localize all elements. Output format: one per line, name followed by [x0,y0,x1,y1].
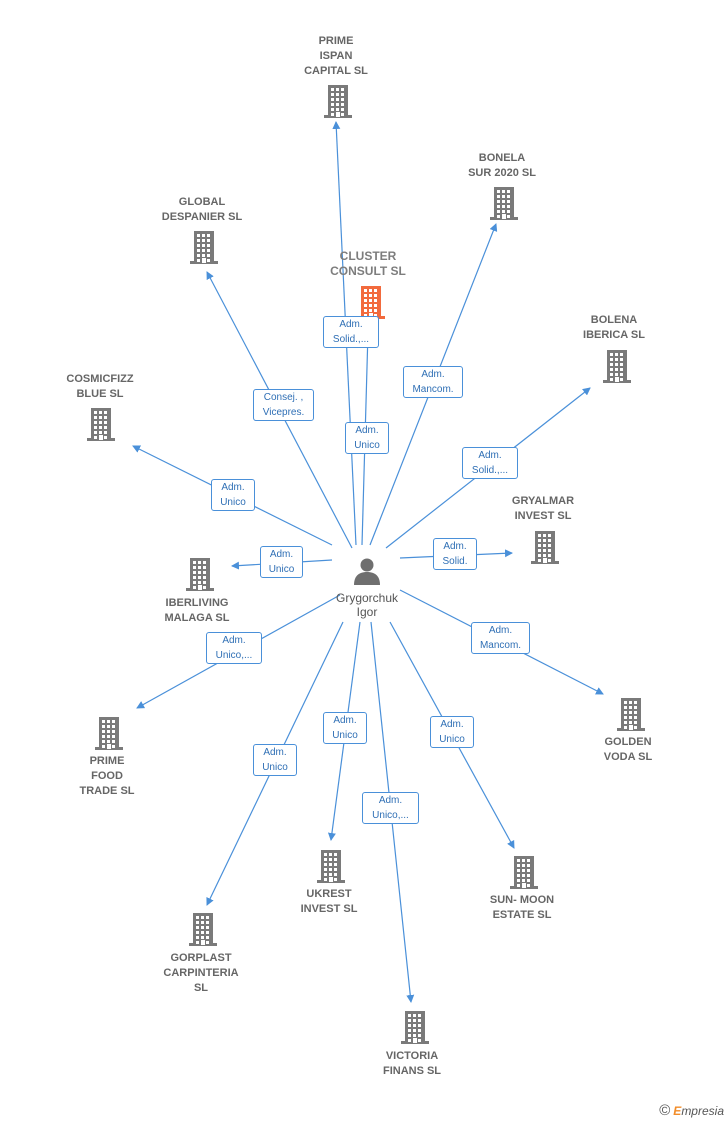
company-label-prime-food[interactable]: PRIME FOOD TRADE SL [79,755,135,797]
role-badge-iberliving: Adm. Unico [260,546,303,578]
role-badge-bonela: Adm. Mancom. [403,366,463,398]
company-label-gorplast[interactable]: GORPLAST CARPINTERIA SL [163,952,239,994]
building-icon [531,531,559,564]
building-icon [190,231,218,264]
building-icon [617,698,645,731]
company-label-gryalmar[interactable]: GRYALMAR INVEST SL [511,495,575,522]
building-icon [603,350,631,383]
company-label-prime-ispan[interactable]: PRIME ISPAN CAPITAL SL [304,35,368,77]
company-label-victoria[interactable]: VICTORIA FINANS SL [382,1050,442,1077]
company-node-cosmicfizz[interactable] [85,406,117,447]
role-badge-victoria: Adm. Unico,... [362,792,419,824]
company-node-victoria[interactable] [399,1009,431,1050]
building-icon [87,408,115,441]
building-icon [490,187,518,220]
role-badge-gryalmar: Adm. Solid. [433,538,477,570]
role-badge-prime-food: Adm. Unico,... [206,632,262,664]
building-icon [510,856,538,889]
company-label-iberliving[interactable]: IBERLIVING MALAGA SL [164,597,230,624]
building-icon [95,717,123,750]
company-node-bolena[interactable] [601,348,633,389]
company-label-bonela[interactable]: BONELA SUR 2020 SL [468,152,536,179]
company-node-iberliving[interactable] [184,556,216,597]
copyright: ©Empresia [659,1102,724,1119]
person-name[interactable]: Grygorchuk Igor [335,591,399,619]
company-node-global-despanier[interactable] [188,229,220,270]
role-badge-gorplast: Adm. Unico [253,744,297,776]
company-node-golden-voda[interactable] [615,696,647,737]
role-badge-golden-voda: Adm. Mancom. [471,622,530,654]
company-label-cluster-consult[interactable]: CLUSTER CONSULT SL [330,249,406,278]
role-badge-ukrest: Adm. Unico [323,712,367,744]
company-label-ukrest[interactable]: UKREST INVEST SL [300,888,358,915]
building-icon [189,913,217,946]
brand-initial: E [673,1104,682,1118]
role-badge-prime-ispan: Adm. Solid.,... [323,316,379,348]
building-icon [186,558,214,591]
copyright-symbol: © [659,1102,671,1119]
role-badge-sun-moon: Adm. Unico [430,716,474,748]
role-badge-cosmicfizz: Adm. Unico [211,479,255,511]
role-badge-cluster-consult: Adm. Unico [345,422,389,454]
company-label-cosmicfizz[interactable]: COSMICFIZZ BLUE SL [66,373,134,400]
company-label-bolena[interactable]: BOLENA IBERICA SL [583,314,645,341]
company-node-gryalmar[interactable] [529,529,561,570]
brand-name: mpresia [681,1104,724,1118]
building-icon [357,286,385,319]
company-node-prime-food[interactable] [93,715,125,756]
company-label-sun-moon[interactable]: SUN- MOON ESTATE SL [489,894,555,921]
building-icon [401,1011,429,1044]
company-node-sun-moon[interactable] [508,854,540,895]
person-icon[interactable] [352,556,382,586]
company-label-golden-voda[interactable]: GOLDEN VODA SL [603,736,653,763]
building-icon [317,850,345,883]
company-node-gorplast[interactable] [187,911,219,952]
company-label-global-despanier[interactable]: GLOBAL DESPANIER SL [161,196,243,223]
company-node-bonela[interactable] [488,185,520,226]
role-badge-bolena: Adm. Solid.,... [462,447,518,479]
company-node-ukrest[interactable] [315,848,347,889]
company-node-prime-ispan[interactable] [322,83,354,124]
building-icon [324,85,352,118]
role-badge-global-despanier: Consej. , Vicepres. [253,389,314,421]
